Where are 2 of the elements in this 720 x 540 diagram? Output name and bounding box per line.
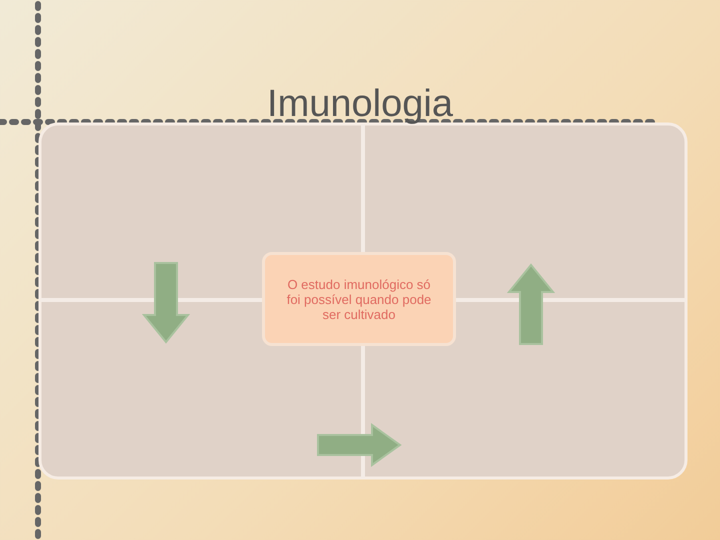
slide-title: Imunologia: [266, 83, 454, 126]
text-box: O estudo imunológico só foi possível quando pode ser cultivado: [262, 252, 456, 346]
